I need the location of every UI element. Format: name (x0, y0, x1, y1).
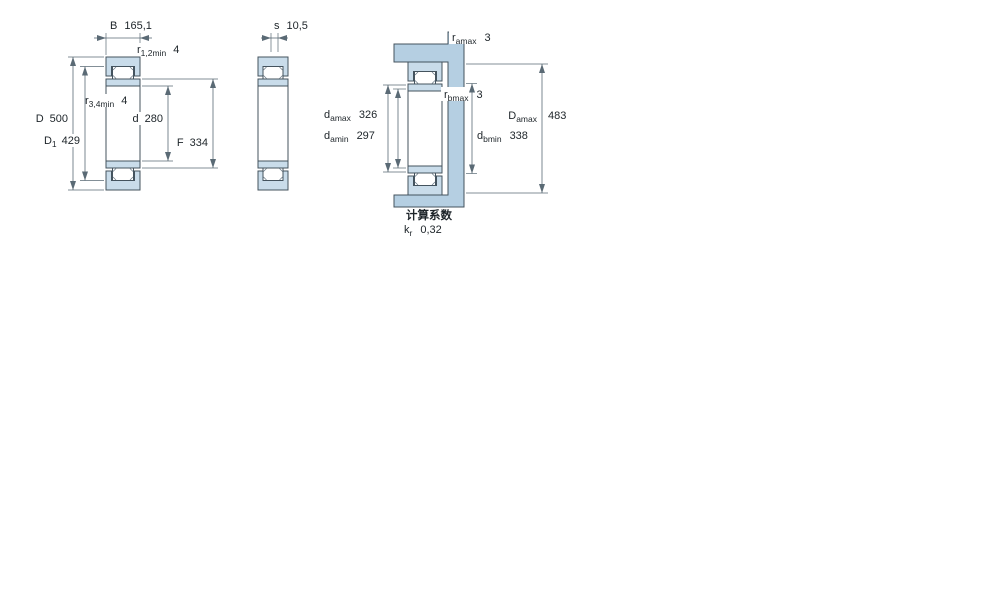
outer-ring-bottom (257, 170, 289, 191)
inner-ring-top (407, 83, 443, 92)
roller-bottom-chamfer-ticks (414, 173, 436, 186)
bore-edge-lines (407, 91, 443, 166)
inner-ring-bottom (105, 160, 141, 169)
dim-Damax-value: 483 (548, 110, 566, 122)
inner-ring-top (257, 78, 289, 87)
bore-edge-lines (257, 86, 289, 161)
roller-top-chamfer-ticks (263, 66, 283, 79)
roller-top-chamfer-ticks (112, 66, 134, 79)
roller-top (414, 71, 436, 85)
inner-ring-bottom (407, 165, 443, 174)
roller-bottom (262, 167, 284, 181)
roller-bottom (112, 167, 134, 181)
calculation-factors-title: 计算系数 (406, 208, 452, 222)
outer-ring-bottom (105, 170, 141, 191)
roller-bottom-chamfer-ticks (112, 168, 134, 181)
inner-ring-bottom (257, 160, 289, 169)
roller-bottom-chamfer-ticks (263, 168, 283, 181)
inner-ring-top (105, 78, 141, 87)
dim-Damax-label: Damax (508, 110, 537, 124)
roller-bottom (414, 172, 436, 186)
roller-top-chamfer-ticks (414, 71, 436, 84)
outer-ring-bottom (407, 175, 443, 196)
dim-Damax: Damax 483 (466, 63, 566, 194)
roller-top (112, 66, 134, 80)
roller-top (262, 66, 284, 80)
